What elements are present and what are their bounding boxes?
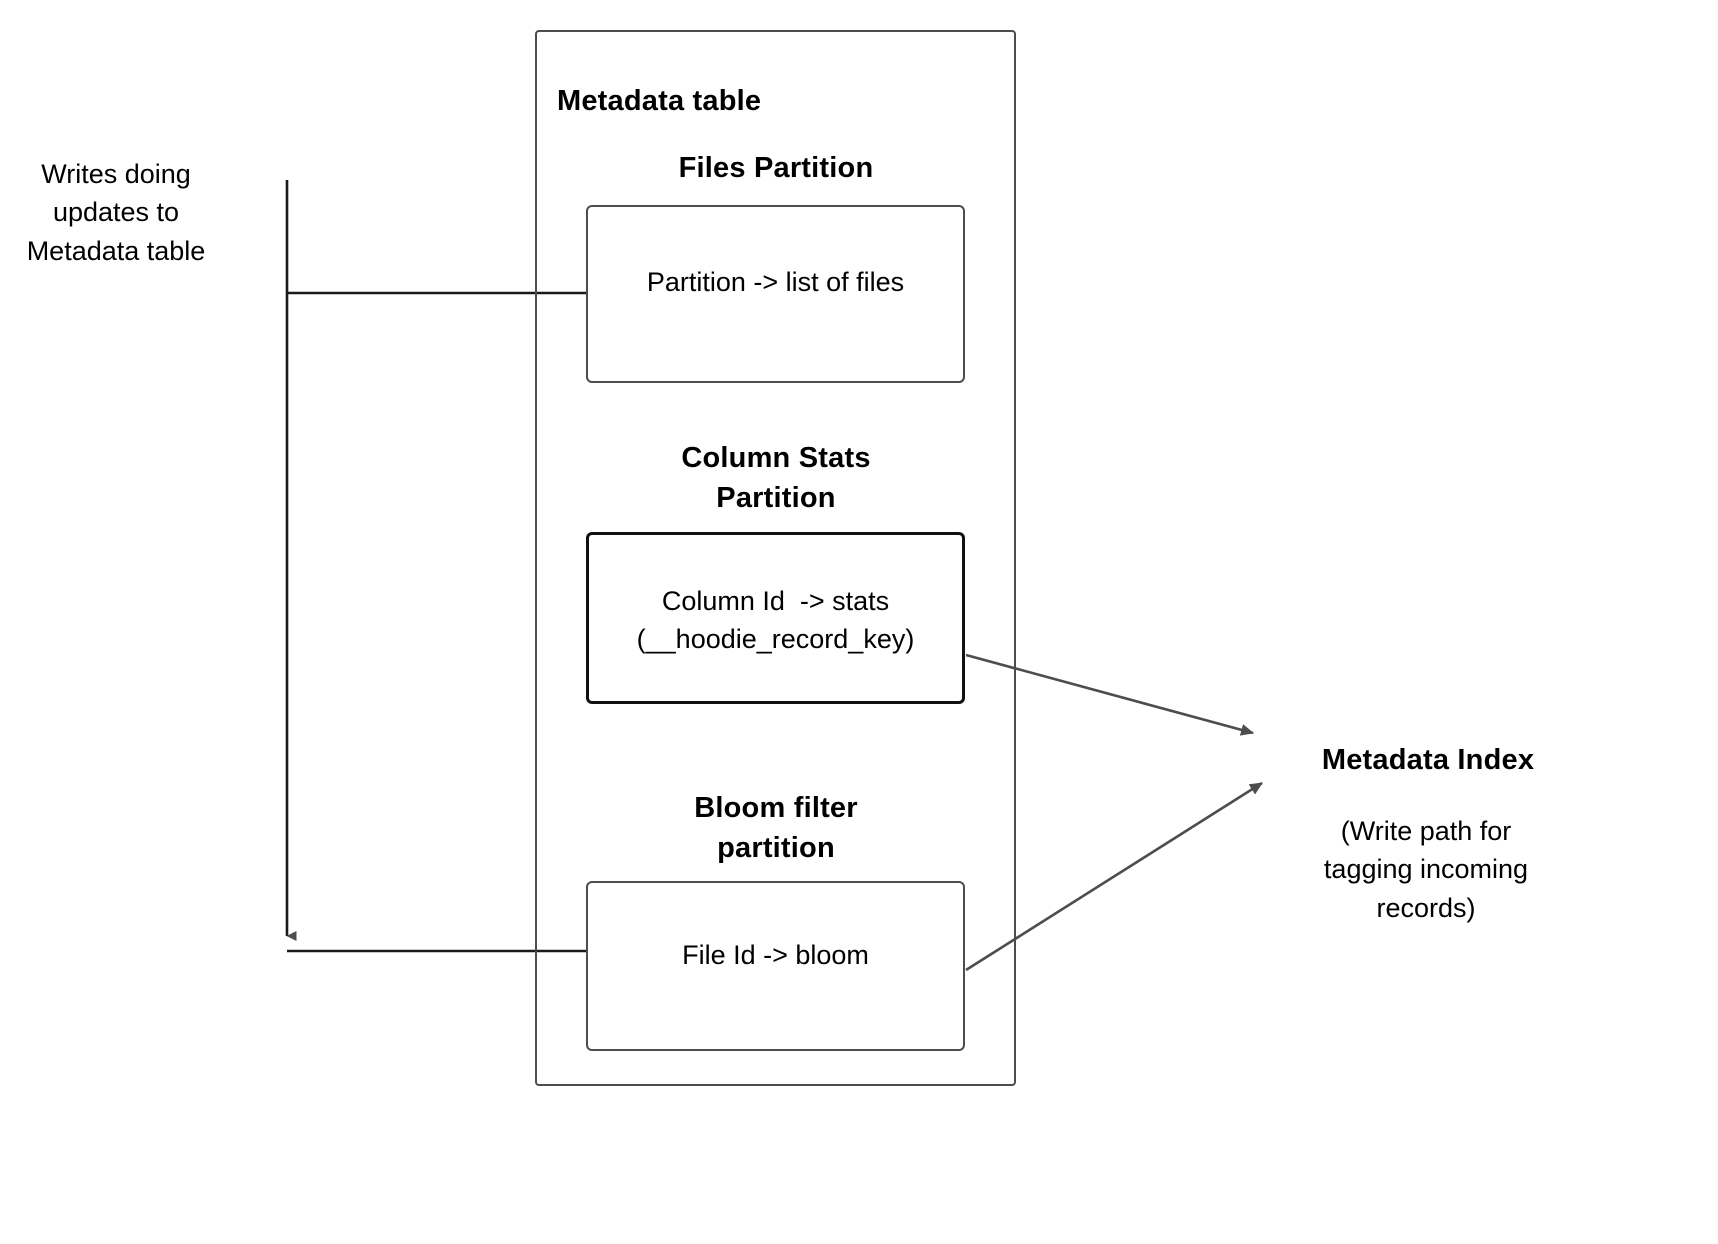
writes-annotation-line-3: Metadata table	[26, 235, 206, 266]
metadata-index-caption: (Write path for tagging incoming records)	[1300, 812, 1552, 927]
writes-updates-annotation: Writes doing updates to Metadata table	[0, 155, 232, 270]
metadata-index-caption-line-1: (Write path for	[1340, 816, 1512, 846]
files-partition-box[interactable]: Partition -> list of files	[586, 205, 965, 383]
metadata-table-title: Metadata table	[557, 85, 762, 117]
column-stats-box-label: Column Id -> stats (__hoodie_record_key)	[589, 582, 962, 659]
files-partition-box-label: Partition -> list of files	[646, 267, 905, 297]
column-stats-heading-line-2: Partition	[716, 482, 836, 515]
metadata-index-title: Metadata Index	[1321, 744, 1535, 776]
bloom-filter-box-label: File Id -> bloom	[682, 940, 869, 970]
column-stats-heading-line-1: Column Stats	[681, 442, 871, 474]
metadata-table-container	[535, 30, 1016, 1086]
metadata-index-caption-line-3: records)	[1376, 892, 1476, 923]
bloom-filter-heading-line-2: partition	[717, 832, 835, 865]
column-stats-box-line-2: (__hoodie_record_key)	[636, 624, 915, 655]
writes-annotation-line-1: Writes doing	[41, 159, 191, 189]
bloom-filter-partition-box[interactable]: File Id -> bloom	[586, 881, 965, 1051]
column-stats-box-line-1: Column Id -> stats	[661, 586, 890, 616]
bloom-filter-partition-heading: Bloom filter partition	[586, 788, 966, 868]
files-partition-heading: Files Partition	[678, 152, 874, 184]
writes-annotation-line-2: updates to	[52, 197, 180, 228]
column-stats-partition-box[interactable]: Column Id -> stats (__hoodie_record_key)	[586, 532, 965, 704]
bloom-filter-heading-line-1: Bloom filter	[694, 792, 858, 824]
metadata-index-caption-line-2: tagging incoming	[1323, 854, 1529, 885]
